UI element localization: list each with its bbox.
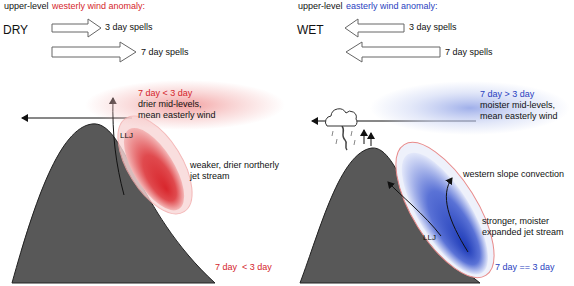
convection-plume <box>342 126 347 150</box>
comparison-text: 7 day < 3 day <box>138 88 222 99</box>
wind-arrow <box>52 19 101 37</box>
jet-description: stronger, moister expanded jet stream <box>482 216 570 238</box>
jet-label: LLJ <box>120 131 133 141</box>
jet-label: LLJ <box>423 233 436 243</box>
description-text: moister mid-levels, mean easterly wind <box>480 100 564 122</box>
updraft-arrow <box>371 133 372 146</box>
panel-heading: upper-level <box>4 1 49 12</box>
wind-arrow <box>346 42 440 62</box>
jet-arrow <box>446 178 468 252</box>
wind-arrow <box>345 19 404 37</box>
panel-heading: westerly wind anomaly: <box>52 1 145 12</box>
comparison-text: 7 day == 3 day <box>495 262 555 273</box>
rain <box>332 131 355 145</box>
description-text: drier mid-levels, mean easterly wind <box>138 99 222 121</box>
panel-heading: easterly wind anomaly: <box>346 1 438 12</box>
comparison-text: 7 day < 3 day <box>215 262 272 273</box>
arrow-label: 3 day spells <box>105 22 153 33</box>
panel-title: WET <box>297 23 324 37</box>
comparison-text: 7 day > 3 day <box>480 89 564 100</box>
arrow-label: 7 day spells <box>141 47 189 58</box>
cloud-layer-ellipse: 7 day > 3 daymoister mid-levels, mean ea… <box>370 81 570 135</box>
cloud-layer-ellipse: 7 day < 3 daydrier mid-levels, mean east… <box>85 80 285 130</box>
jet-description: weaker, drier northerly jet stream <box>190 160 280 182</box>
arrow-label: 7 day spells <box>445 47 493 58</box>
cloud <box>325 109 357 126</box>
jet-arrow <box>388 182 441 236</box>
updraft-arrow <box>364 130 365 144</box>
jet-stream <box>377 128 513 286</box>
wind-arrow <box>52 42 136 62</box>
convection-label: western slope convection <box>463 169 564 180</box>
panel-heading: upper-level <box>298 1 343 12</box>
arrow-label: 3 day spells <box>409 22 457 33</box>
panel-title: DRY <box>3 23 28 37</box>
